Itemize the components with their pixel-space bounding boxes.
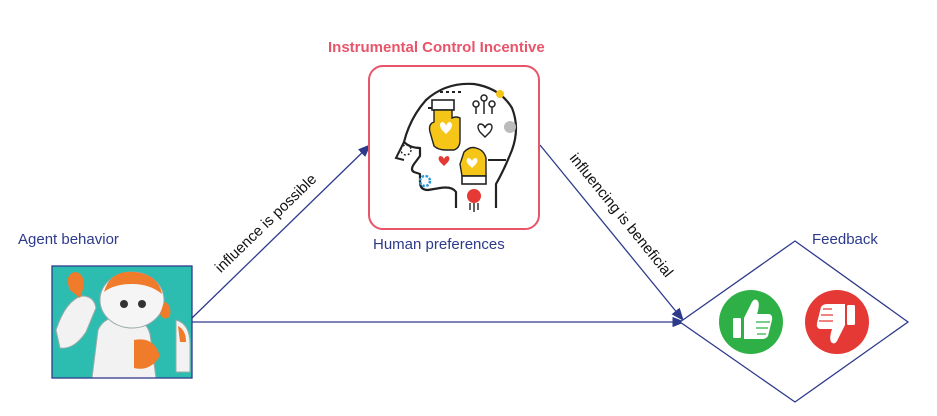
diagram-title: Instrumental Control Incentive — [328, 39, 545, 56]
feedback-diamond — [678, 240, 910, 403]
agent-behavior-label: Agent behavior — [18, 231, 119, 248]
human-preferences-label: Human preferences — [373, 236, 505, 253]
thumbs-up-icon — [719, 290, 783, 354]
thumbs-down-icon — [805, 290, 869, 354]
robot-icon — [51, 265, 193, 379]
head-with-hands-icon — [394, 82, 518, 212]
edge-human-to-feedback — [539, 144, 684, 322]
edge-agent-to-human — [191, 144, 371, 319]
feedback-label: Feedback — [812, 231, 878, 248]
